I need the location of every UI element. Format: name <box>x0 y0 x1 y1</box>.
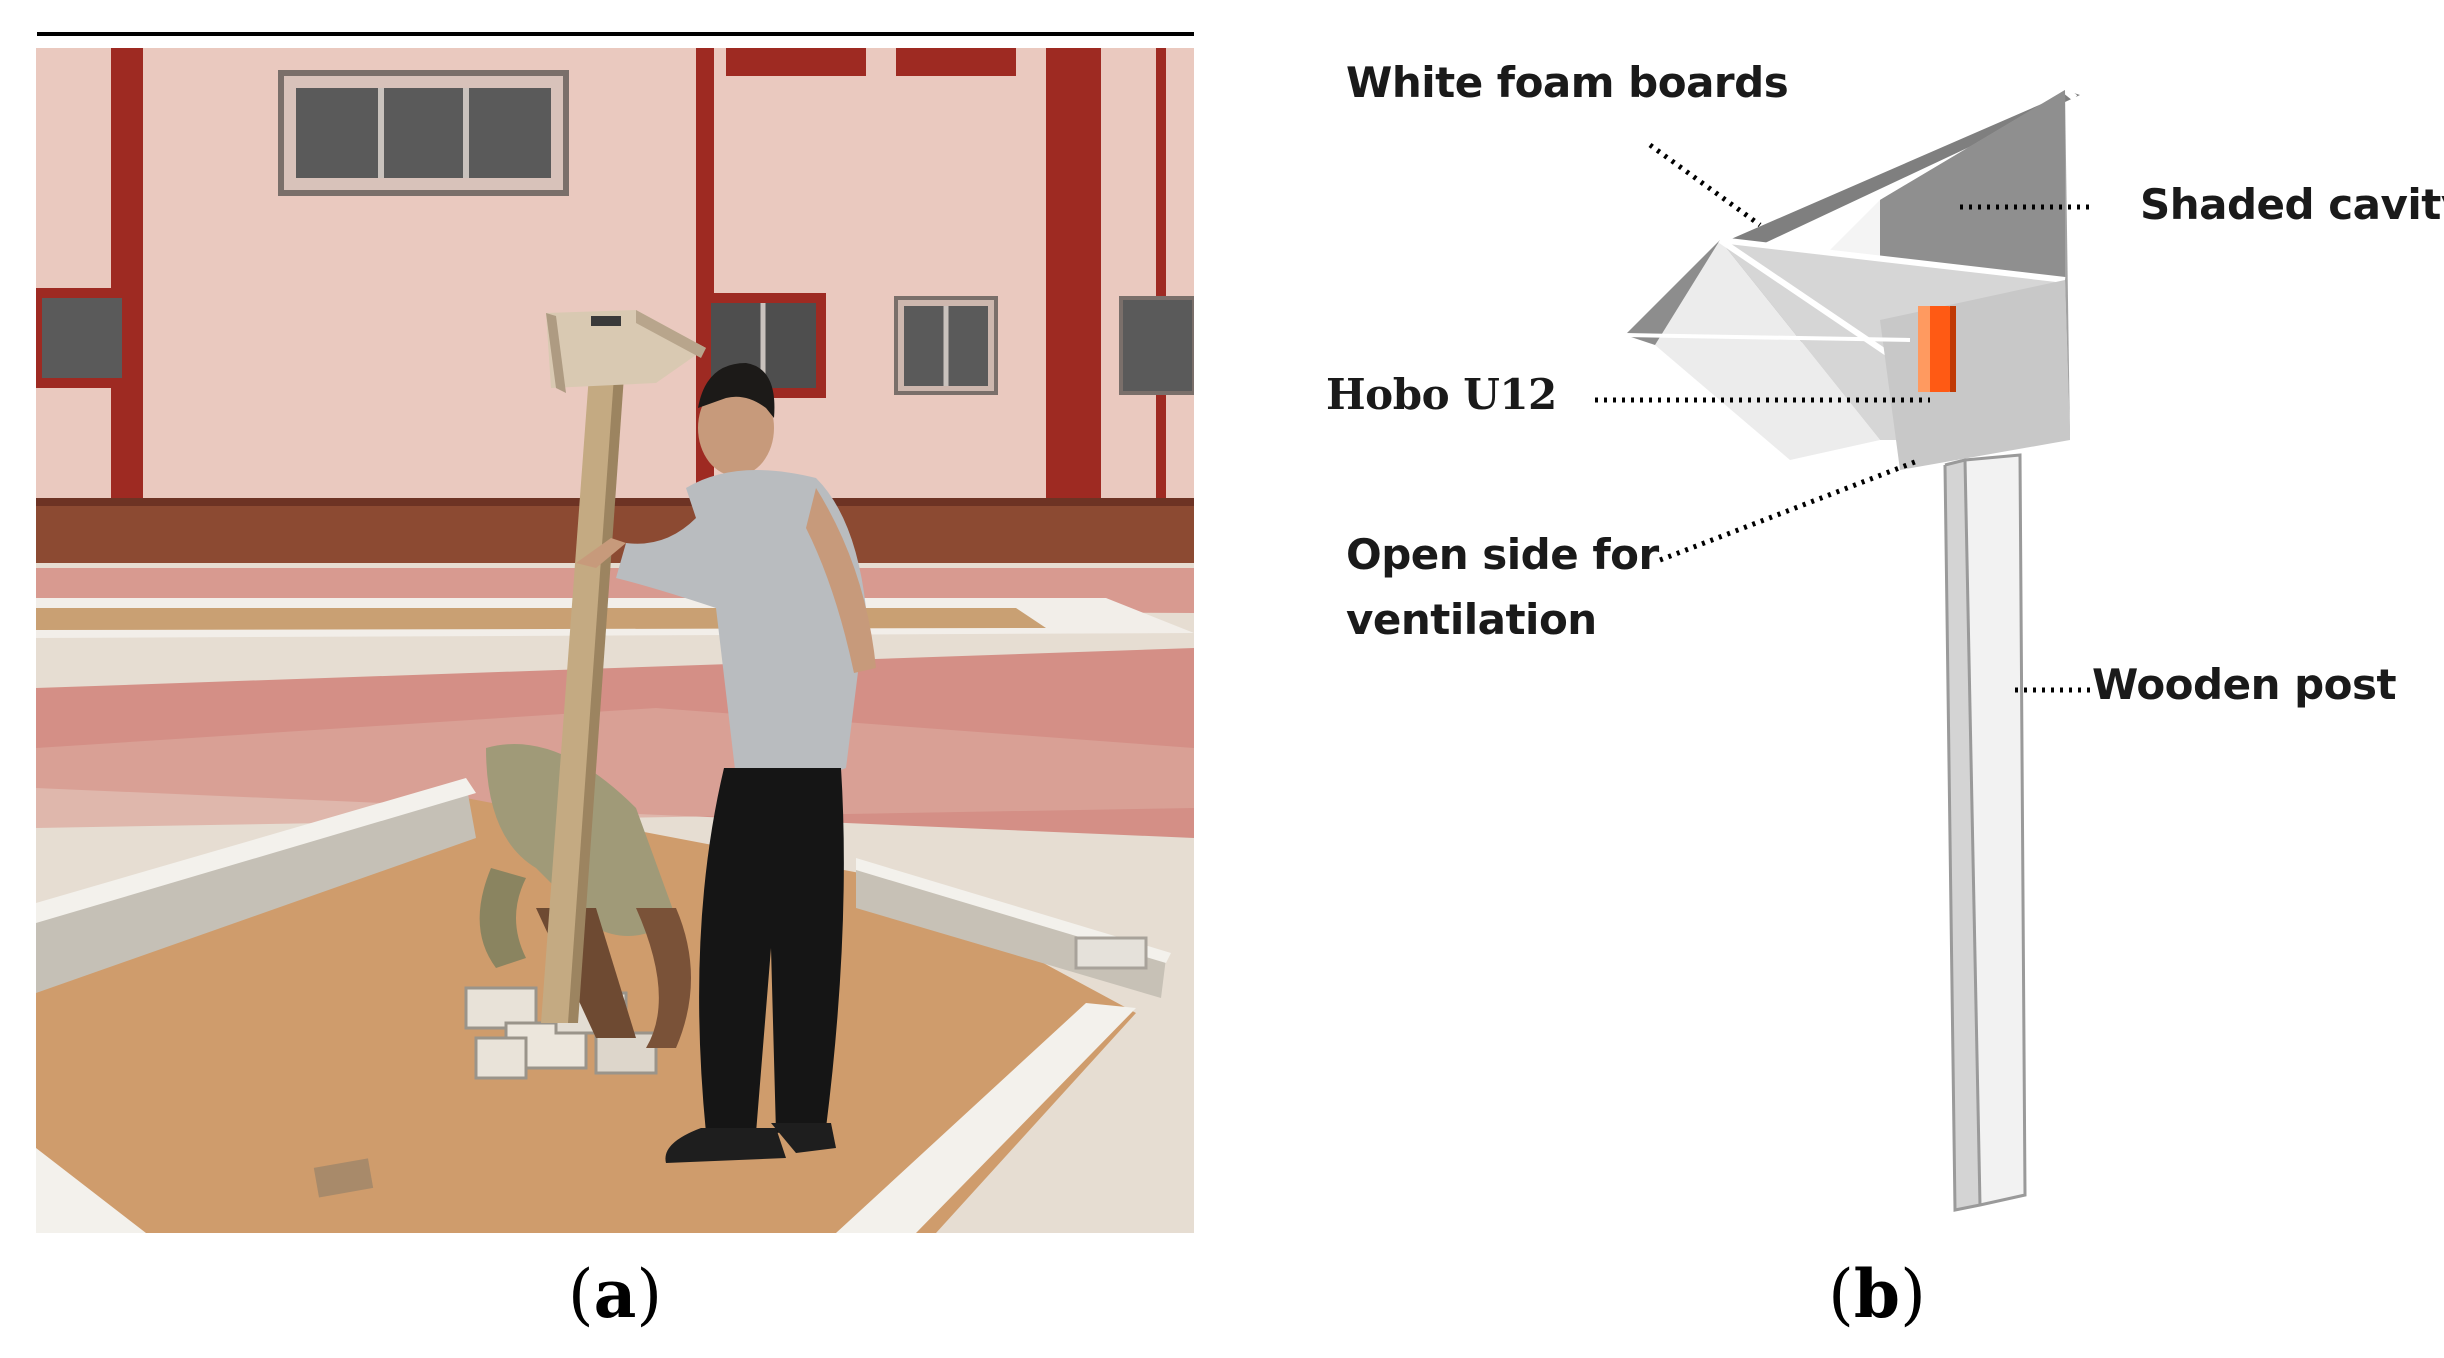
panel-b-diagram: White foam boards Shaded cavity Hobo U12… <box>1290 40 2444 1260</box>
window <box>894 296 998 395</box>
wooden-post <box>541 348 621 1023</box>
wall-trim <box>111 48 143 498</box>
window <box>1119 296 1194 395</box>
top-rule <box>37 32 1194 36</box>
label-open-side-line2: ventilation <box>1346 595 1597 644</box>
window <box>278 70 569 196</box>
window <box>36 288 131 388</box>
shelter-box <box>546 310 706 393</box>
standing-man <box>576 363 876 1163</box>
panel-a-caption: (a) <box>567 1255 663 1333</box>
wall-trim <box>1046 48 1101 498</box>
panel-b-caption: (b) <box>1828 1255 1926 1333</box>
label-hobo-u12: Hobo U12 <box>1326 370 1557 419</box>
brick-base <box>36 498 1194 563</box>
panel-a-letter: a <box>593 1255 637 1333</box>
leader-foam <box>1648 142 1762 228</box>
label-open-side-line1: Open side for <box>1346 530 1659 579</box>
label-wooden-post: Wooden post <box>2092 660 2397 709</box>
label-shaded-cavity: Shaded cavity <box>2140 180 2444 229</box>
panel-b-letter: b <box>1853 1255 1901 1333</box>
hobo-logger <box>1918 306 1956 392</box>
label-white-foam-boards: White foam boards <box>1346 58 1789 107</box>
wall-trim <box>1156 48 1166 498</box>
foam-board-roof-back <box>1720 90 2080 250</box>
panel-a-photo <box>36 48 1194 1233</box>
leader-open <box>1659 457 1921 563</box>
